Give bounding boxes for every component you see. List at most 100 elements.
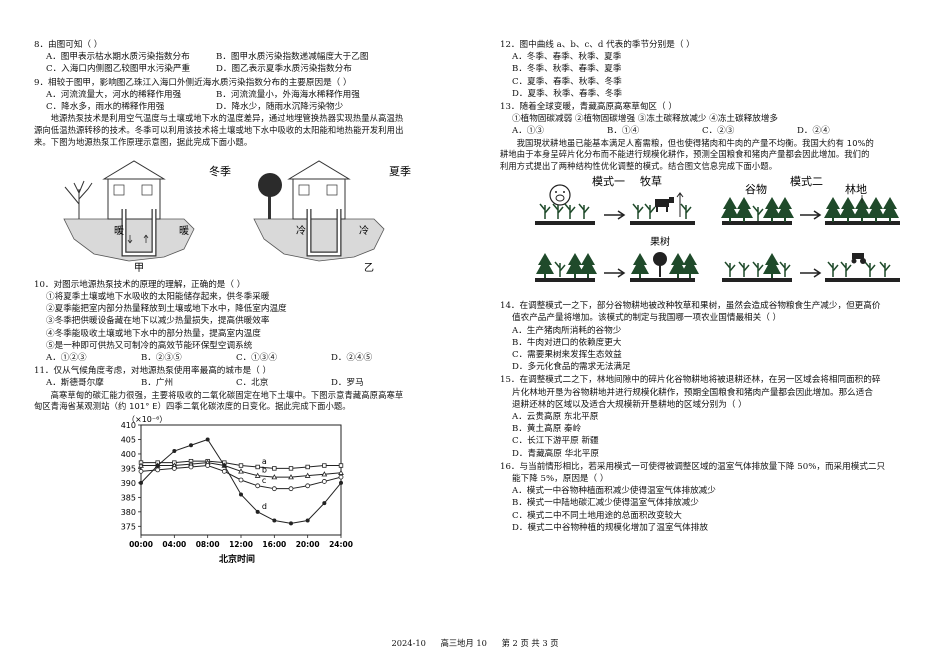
q8-option-c[interactable]: C．入海口内侧图乙较图甲水污染严重 [46, 64, 191, 75]
q15-stem-3: 退耕还林的区域以及适合大规模新开垦耕地的区域分别为（ ） [512, 399, 747, 410]
q16-option-d[interactable]: D．模式二中谷物种植的规模化增加了温室气体排放 [512, 522, 708, 533]
point-b [238, 468, 244, 474]
point-a [338, 463, 344, 468]
field-strip-3 [535, 277, 595, 282]
q9-option-d[interactable]: D．降水少，随雨水沉降污染物少 [216, 102, 344, 113]
intro1-line3: 来。下图为地源热泵工作原理示意图，据此完成下面小题。 [34, 136, 253, 147]
label-yi: 乙 [364, 262, 374, 274]
q14-option-b[interactable]: B．牛肉对进口的依赖度更大 [512, 337, 622, 348]
q15-option-a[interactable]: A．云贵高原 东北平原 [512, 412, 599, 422]
q15-option-c[interactable]: C．长江下游平原 新疆 [512, 436, 599, 447]
q9-stem: 9．相较于图甲，影响图乙珠江入海口外侧近海水质污染指数分布的主要原因是（ ） [34, 77, 352, 88]
q8-option-a[interactable]: A．图甲表示枯水期水质污染指数分布 [46, 52, 190, 63]
y-tick-label: 410 [121, 421, 136, 430]
q8-option-d[interactable]: D．图乙表示夏季水质污染指数分布 [216, 64, 352, 75]
point-d [155, 463, 160, 468]
q8-options-row2: C．入海口内侧图乙较图甲水污染严重 D．图乙表示夏季水质污染指数分布 [34, 63, 454, 75]
x-tick-label: 20:00 [296, 540, 320, 549]
q12-option-b[interactable]: B．冬季、秋季、春季、夏季 [512, 64, 622, 75]
q10-s2: ②夏季能把室内部分热量释放到土壤或地下水中，降低室内温度 [46, 304, 287, 315]
point-b [254, 472, 261, 479]
q16-option-b[interactable]: B．模式一中陆地碳汇减少使得温室气体排放减少 [512, 498, 699, 509]
orchard-label: 果树 [650, 235, 670, 248]
y-tick-label: 390 [121, 479, 136, 488]
q10-option-a[interactable]: A．①②③ [46, 352, 87, 363]
y-tick-label: 395 [121, 465, 136, 474]
q11-option-b[interactable]: B．广州 [141, 378, 174, 389]
point-d [239, 492, 243, 497]
q11-option-c[interactable]: C．北京 [236, 378, 269, 389]
q14-option-d[interactable]: D．多元化食品的需求无法满足 [512, 362, 631, 373]
point-d [222, 463, 227, 468]
label-jia: 甲 [134, 263, 144, 274]
q10-option-c[interactable]: C．①③④ [236, 352, 277, 363]
q13-options: A．①③ B．①④ C．②③ D．②④ [500, 125, 920, 137]
grain-label: 谷物 [745, 182, 767, 196]
q12-option-c[interactable]: C．夏季、春季、秋季、冬季 [512, 76, 622, 87]
y-tick-label: 405 [121, 436, 136, 445]
series-label-c: c [262, 476, 266, 485]
series-label-a: a [262, 457, 267, 466]
intro3-line1: 我国現状耕地虽已能基本满足人畜需粮，但也使得猪肉和牛肉的产量不均衡。我国大约有 … [516, 137, 874, 148]
point-a [305, 464, 310, 470]
q13-option-a[interactable]: A．①③ [512, 126, 544, 137]
point-d [189, 443, 193, 448]
q12-option-a[interactable]: A．冬季、春季、秋季、夏季 [512, 52, 622, 63]
point-c [155, 467, 161, 473]
mode2-row: 模式二 谷物 林地 [721, 175, 900, 225]
mode1-row2: 果树 [535, 235, 699, 282]
q8-options-row1: A．图甲表示枯水期水质污染指数分布 B．图甲水质污染指数递减幅度大于乙图 [34, 51, 454, 63]
x-tick-label: 08:00 [196, 540, 220, 549]
q14-option-c[interactable]: C．需要果树来发挥生态效益 [512, 349, 622, 360]
x-tick-label: 12:00 [229, 540, 253, 549]
q14-option-a[interactable]: A．生产猪肉所消耗的谷物少 [512, 325, 622, 336]
q13-option-b[interactable]: B．①④ [607, 126, 640, 137]
q10-s5: ⑤是一种即可供热又可制冷的高效节能环保型空调系统 [46, 340, 253, 351]
point-b [304, 472, 311, 479]
q15-option-d[interactable]: D．青藏高原 华北平原 [512, 448, 599, 459]
q13-stem: 13．随着全球变暖，青藏高原高寒草甸区（ ） [500, 102, 677, 113]
point-a [255, 464, 260, 470]
left-column: 8．由图可知（ ） A．图甲表示枯水期水质污染指数分布 B．图甲水质污染指数递减… [34, 38, 454, 567]
q12-stem: 12．图中曲线 a、b、c、d 代表的季节分别是（ ） [500, 40, 695, 50]
q13-option-d[interactable]: D．②④ [797, 126, 830, 137]
q9-option-c[interactable]: C．降水多，雨水的稀释作用强 [46, 102, 165, 113]
q13-option-c[interactable]: C．②③ [702, 126, 735, 137]
intro2-line1: 高寒草甸的碳汇能力很强，主要将吸收的二氧化碳固定在地下土壤中。下图示意青藏高原高… [50, 389, 404, 400]
right-column: 12．图中曲线 a、b、c、d 代表的季节分别是（ ） A．冬季、春季、秋季、夏… [500, 38, 920, 534]
q16-option-a[interactable]: A．模式一中谷物种植面积减少使得温室气体排放减少 [512, 486, 716, 497]
warm-label-2: 暖 [179, 224, 189, 237]
q10-options: A．①②③ B．②③⑤ C．①③④ D．②④⑤ [34, 352, 454, 364]
q11-option-d[interactable]: D．罗马 [331, 378, 364, 389]
point-c [188, 464, 194, 470]
point-d [289, 521, 293, 526]
arrow-right-icon-4 [800, 268, 822, 278]
house-summer-icon [287, 159, 351, 220]
y-tick-label: 380 [121, 508, 136, 517]
q11-options: A．斯德哥尔摩 B．广州 C．北京 D．罗马 [34, 377, 454, 389]
point-c [171, 466, 177, 471]
field-strip-6 [825, 220, 900, 225]
field-strip-2 [630, 220, 695, 225]
point-c [138, 469, 144, 474]
y-tick-label: 400 [121, 450, 136, 459]
q15-option-b[interactable]: B．黄土高原 秦岭 [512, 424, 582, 435]
warm-label-1: 暖 [114, 224, 124, 237]
cold-label-1: 冷 [296, 224, 306, 237]
point-c [238, 477, 244, 483]
point-c [271, 486, 277, 492]
mode1-row: 模式一 牧草 [535, 174, 695, 225]
q9-option-a[interactable]: A．河流流量大，河水的稀释作用强 [46, 89, 182, 100]
q9-option-b[interactable]: B．河流流量小，外海海水稀释作用强 [216, 89, 360, 100]
q10-option-d[interactable]: D．②④⑤ [331, 352, 373, 363]
q8-option-b[interactable]: B．图甲水质污染指数递减幅度大于乙图 [216, 52, 369, 63]
summer-label: 夏季 [389, 165, 411, 178]
q10-s1: ①将夏季土壤或地下水吸收的太阳能储存起来，供冬季采暖 [46, 291, 270, 302]
arrow-right-icon-2 [604, 268, 626, 278]
q16-option-c[interactable]: C．模式二中不同土地用途的总面积改变较大 [512, 510, 682, 521]
q10-option-b[interactable]: B．②③⑤ [141, 352, 182, 363]
q12-option-d[interactable]: D．夏季、秋季、春季、冬季 [512, 88, 623, 99]
q16-stem-2: 能下降 5%，原因是（ ） [512, 474, 609, 485]
q11-option-a[interactable]: A．斯德哥尔摩 [46, 378, 104, 389]
